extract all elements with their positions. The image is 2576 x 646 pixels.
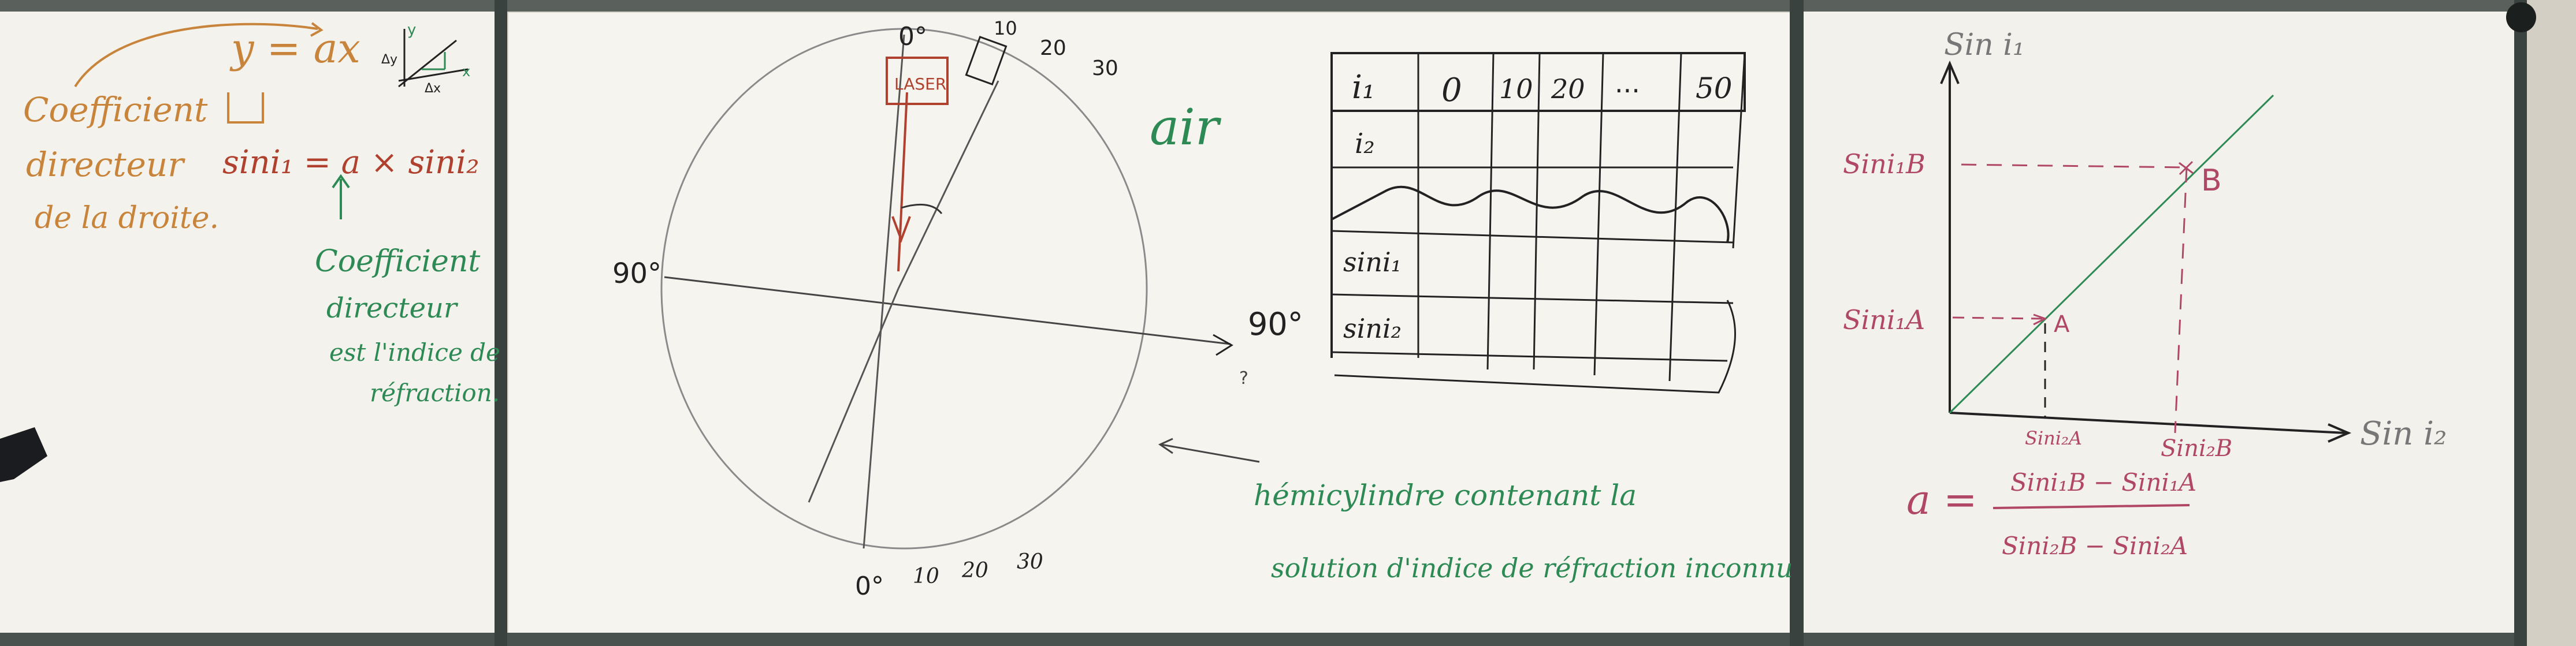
col-header-ellipsis: ...: [1615, 68, 1640, 99]
x-axis-arrow: [2328, 423, 2352, 443]
wall-right: [2527, 0, 2576, 646]
green-note-line-4: réfraction.: [370, 379, 500, 407]
y-tick-sini1b: Sini₁B: [1843, 148, 1926, 180]
col-header-20: 20: [1551, 73, 1585, 104]
angle-bottom-label: 0°: [855, 572, 884, 601]
red-normal: [897, 92, 908, 272]
orange-note-line-3: de la droite.: [35, 201, 219, 236]
data-table: i₁ i₂ sini₁ sini₂ 0 10 20 ... 50: [1330, 52, 1746, 394]
orange-arrow-curve: [74, 23, 318, 88]
right-arrow-head: [1213, 334, 1233, 356]
equation-y-ax: y = ax: [229, 25, 360, 72]
incidence-angle-arc: [901, 203, 943, 214]
laser-box: [886, 57, 949, 105]
tick-top-30: 30: [1092, 57, 1118, 80]
mini-graph-dy-label: Δy: [381, 53, 397, 67]
point-a-marker: [2033, 313, 2047, 326]
incident-ray: [897, 80, 999, 289]
point-a-label: A: [2054, 311, 2070, 338]
orange-note-line-2: directeur: [26, 145, 185, 184]
caption-line-2: solution d'indice de réfraction inconnu: [1271, 552, 1793, 584]
y-axis-arrow: [1940, 60, 1960, 84]
line-through-points: [1949, 94, 2274, 414]
point-b-label: B: [2201, 163, 2222, 198]
caption-line-1: hémicylindre contenant la: [1254, 479, 1637, 512]
angle-top-label: 0°: [898, 22, 927, 51]
tick-bottom-20: 20: [961, 559, 988, 582]
orange-arrow-head: [310, 22, 324, 37]
row-header-i1: i₁: [1352, 69, 1375, 106]
relation-sini1-a-sini2: sini₁ = a × sini₂: [222, 144, 479, 181]
eraser-object: [0, 427, 47, 482]
dash-to-b-horizontal: [1961, 163, 2187, 169]
dash-to-a-horizontal: [1952, 316, 2043, 320]
board-divider-right: [1790, 0, 1804, 646]
red-arrow-head: [891, 216, 911, 243]
row-header-sini1: sini₁: [1343, 247, 1402, 278]
col-header-0: 0: [1441, 72, 1462, 109]
question-mark: ?: [1239, 368, 1248, 389]
x-tick-sini2a: Sini₂A: [2025, 427, 2082, 449]
col-header-10: 10: [1499, 73, 1533, 104]
green-note-line-3: est l'indice de: [329, 338, 500, 367]
caption-arrow: [1161, 443, 1260, 463]
bottom-rail: [0, 633, 2576, 646]
left-panel: [0, 10, 501, 634]
angle-right-label: 90°: [1248, 306, 1303, 342]
x-axis-label: Sin i₂: [2360, 415, 2447, 453]
formula-lhs: a =: [1906, 476, 1977, 524]
x-axis: [1949, 412, 2346, 434]
right-panel: [1800, 8, 2519, 637]
laser-device: [965, 35, 1008, 86]
y-axis-label: Sin i₁: [1944, 28, 2025, 62]
orange-note-line-1: Coefficient: [23, 90, 208, 129]
horizontal-diameter: [664, 276, 1231, 345]
magnet: [2506, 2, 2536, 32]
refracted-ray: [808, 288, 899, 503]
point-b-marker: [2179, 160, 2194, 175]
board-edge-right: [2514, 0, 2527, 646]
top-rail: [0, 0, 2576, 12]
dash-to-b-vertical: [2174, 167, 2188, 434]
vertical-normal: [863, 34, 905, 549]
y-tick-sini1a: Sini₁A: [1843, 304, 1925, 335]
col-header-50: 50: [1696, 72, 1733, 105]
green-note-line-1: Coefficient: [315, 244, 480, 279]
tick-top-10: 10: [994, 17, 1017, 39]
caption-arrow-head: [1158, 438, 1173, 454]
mini-graph-dx-label: Δx: [425, 81, 441, 96]
x-tick-sini2b: Sini₂B: [2161, 435, 2232, 462]
green-arrow-head: [332, 174, 350, 189]
tick-bottom-30: 30: [1017, 550, 1043, 574]
air-label: air: [1150, 99, 1222, 156]
formula-numerator: Sini₁B − Sini₁A: [2010, 468, 2196, 496]
row-header-sini2: sini₂: [1343, 313, 1402, 344]
row-header-i2: i₂: [1355, 128, 1375, 160]
board-divider-left: [495, 0, 507, 646]
tick-bottom-10: 10: [913, 565, 939, 588]
angle-left-label: 90°: [612, 257, 661, 290]
bracket-under-a: [227, 92, 264, 124]
green-note-line-2: directeur: [326, 292, 459, 324]
mini-graph-y-label: y: [407, 21, 416, 39]
table-wave-break: [1331, 185, 1730, 243]
mini-graph: y x Δx Δy: [381, 21, 470, 96]
tick-top-20: 20: [1040, 36, 1066, 60]
fraction-bar: [1993, 504, 2190, 509]
green-note: Coefficient directeur est l'indice de ré…: [315, 244, 500, 407]
protractor-circle: [660, 28, 1148, 550]
laser-label: LASER: [894, 74, 946, 94]
mini-graph-x-label: x: [462, 64, 470, 80]
sin-graph: Sin i₁ Sin i₂ Sini₁B Sini₁A Sini₂A Sini₂…: [1843, 28, 2447, 462]
formula-denominator: Sini₂B − Sini₂A: [2002, 532, 2188, 560]
slope-formula: a = Sini₁B − Sini₁A Sini₂B − Sini₂A: [1906, 468, 2196, 560]
orange-note: Coefficient directeur de la droite.: [23, 90, 219, 236]
